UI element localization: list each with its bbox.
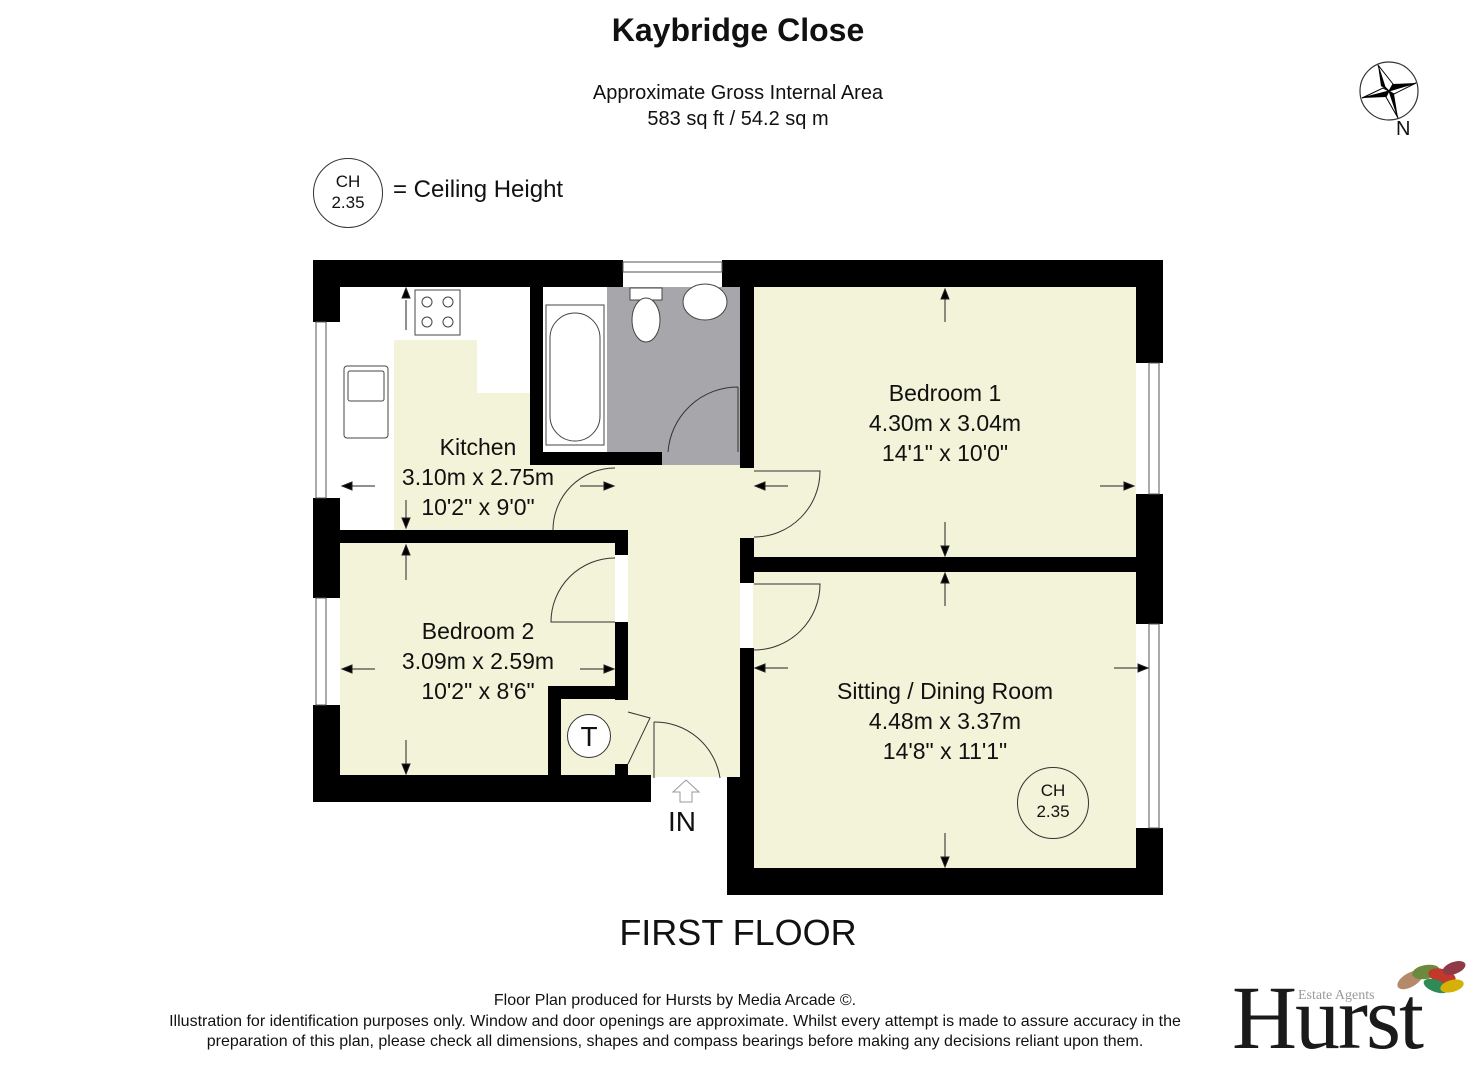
room-metric: 4.30m x 3.04m (868, 410, 1022, 436)
hurst-logo: Estate Agents Hurst (1232, 956, 1472, 1066)
walls (313, 260, 1163, 895)
room-imperial: 14'8" x 11'1" (882, 738, 1008, 764)
ceiling-height-legend-text: = Ceiling Height (393, 176, 564, 203)
room-ch-top: CH (1040, 781, 1066, 800)
compass-north-label: N (1396, 118, 1411, 140)
room-name: Bedroom 1 (888, 380, 1002, 406)
room-imperial: 10'2" x 9'0" (421, 494, 535, 520)
area-value: 583 sq ft / 54.2 sq m (647, 108, 829, 130)
room-imperial: 10'2" x 8'6" (421, 678, 535, 704)
fixtures (343, 283, 728, 446)
room-label-bedroom-1: Bedroom 1 4.30m x 3.04m 14'1" x 10'0" (869, 378, 1021, 468)
ch-legend-bottom: 2.35 (331, 193, 365, 212)
room-name: Bedroom 2 (421, 618, 535, 644)
logo-tagline: Estate Agents (1298, 988, 1375, 1003)
room-metric: 3.10m x 2.75m (401, 464, 555, 490)
floor-name: FIRST FLOOR (619, 912, 857, 953)
footer-credit: Floor Plan produced for Hursts by Media … (493, 992, 857, 1009)
dimension-arrows (340, 286, 1150, 869)
room-imperial: 14'1" x 10'0" (881, 440, 1009, 466)
property-title: Kaybridge Close (611, 12, 865, 48)
room-label-kitchen: Kitchen 3.10m x 2.75m 10'2" x 9'0" (402, 432, 554, 522)
room-label-bedroom-2: Bedroom 2 3.09m x 2.59m 10'2" x 8'6" (402, 616, 554, 706)
ch-legend-top: CH (335, 172, 361, 191)
room-name: Sitting / Dining Room (836, 678, 1054, 704)
room-name: Kitchen (439, 434, 517, 460)
room-label-sitting-dining: Sitting / Dining Room 4.48m x 3.37m 14'8… (837, 676, 1053, 766)
logo-brand: Hurst (1232, 969, 1424, 1068)
compass-icon (1358, 60, 1420, 127)
door-swings (550, 386, 821, 779)
entrance-arrow-icon (671, 779, 701, 803)
windows (315, 261, 1160, 829)
leaves-icon (1397, 961, 1466, 994)
footer-disclaimer-line-2: preparation of this plan, please check a… (206, 1033, 1144, 1050)
room-metric: 4.48m x 3.37m (868, 708, 1022, 734)
room-ch-bottom: 2.35 (1036, 802, 1070, 821)
room-ceiling-height-symbol: CH 2.35 (1017, 767, 1089, 839)
tank-cupboard-symbol: T (567, 714, 611, 758)
room-metric: 3.09m x 2.59m (401, 648, 555, 674)
footer-disclaimer-line-1: Illustration for identification purposes… (169, 1013, 1181, 1030)
area-label: Approximate Gross Internal Area (592, 82, 884, 104)
entrance-label: IN (668, 806, 696, 837)
ceiling-height-legend-symbol: CH 2.35 (313, 158, 383, 228)
